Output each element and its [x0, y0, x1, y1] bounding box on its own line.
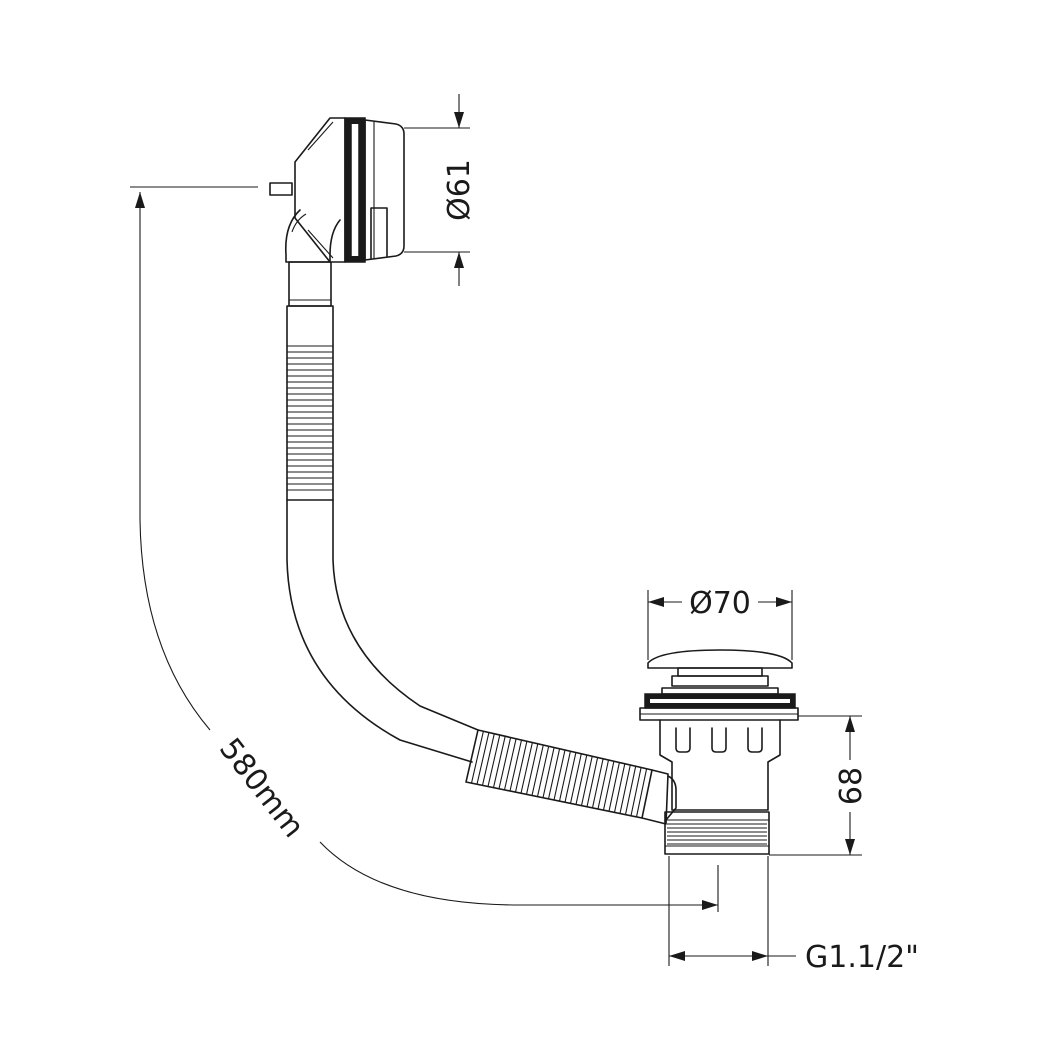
dimension-overflow-diameter: Ø61 — [404, 94, 477, 286]
dimension-waste-height: 68 — [769, 715, 869, 856]
dimension-waste-diameter: Ø70 — [647, 586, 793, 660]
corrugated-hose-upper — [286, 305, 334, 501]
dimension-cable-length: 580mm — [130, 186, 719, 912]
corrugated-hose-lower — [465, 729, 677, 825]
waste-height-label: 68 — [834, 767, 869, 805]
overflow-diameter-label: Ø61 — [442, 159, 477, 221]
overflow-head — [269, 117, 405, 307]
cable-length-label: 580mm — [212, 732, 311, 845]
dimension-thread-size: G1.1/2" — [668, 856, 919, 975]
waste-diameter-label: Ø70 — [689, 586, 751, 621]
click-clack-waste — [639, 649, 799, 855]
thread-size-label: G1.1/2" — [805, 940, 919, 975]
flexible-tube — [286, 499, 479, 763]
